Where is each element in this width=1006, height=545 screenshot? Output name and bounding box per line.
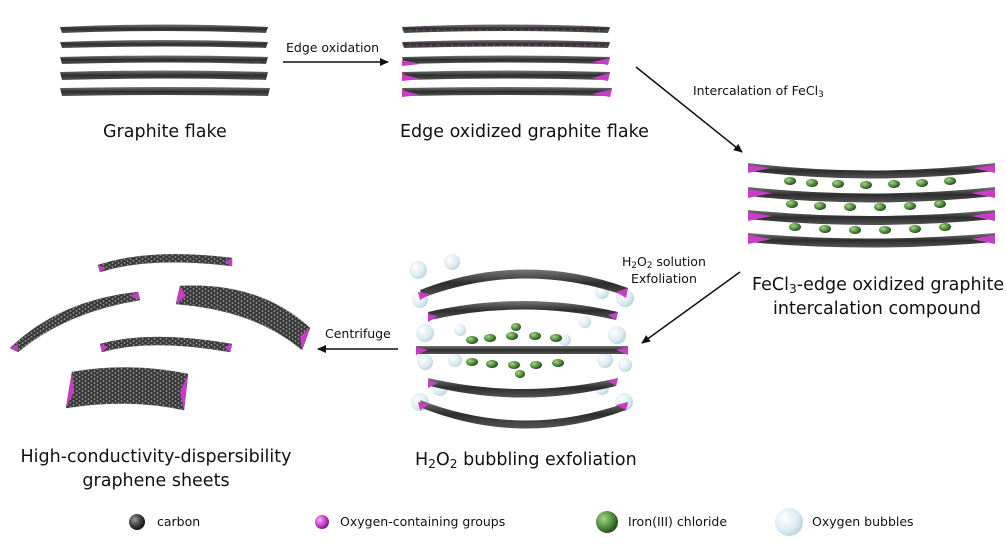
oxygen-legend-icon	[315, 515, 329, 529]
edge-oxidized-label: Edge oxidized graphite flake	[400, 122, 649, 142]
graphene-sheets-label: High-conductivity-dispersibility graphen…	[20, 447, 292, 491]
edge-oxidized-flake-illustration	[402, 24, 612, 97]
arrow-intercalation	[635, 66, 743, 153]
intercalation-arrow-label: Intercalation of FeCl3	[693, 83, 824, 101]
iron-chloride-legend-icon	[596, 511, 618, 533]
legend-oxygen-bubbles-label: Oxygen bubbles	[812, 514, 914, 529]
legend-oxygen-label: Oxygen-containing groups	[340, 514, 506, 529]
bubbling-exfoliation-label: H2O2 bubbling exfoliation	[415, 450, 637, 472]
graphene-sheets-illustration	[9, 254, 311, 411]
carbon-legend-icon	[129, 514, 145, 530]
intercalation-compound-illustration	[748, 163, 995, 248]
legend-iron-chloride-label: Iron(III) chloride	[628, 514, 728, 529]
arrow-exfoliation	[641, 271, 741, 344]
graphite-flake-illustration	[60, 24, 270, 96]
legend-carbon-label: carbon	[157, 514, 201, 529]
intercalation-compound-label: FeCl3-edge oxidized graphite intercalati…	[752, 275, 1005, 319]
oxygen-bubble-legend-icon	[775, 508, 803, 536]
centrifuge-arrow-label: Centrifuge	[325, 326, 391, 341]
edge-oxidation-arrow-label: Edge oxidation	[286, 40, 380, 55]
graphite-flake-label: Graphite flake	[103, 122, 227, 142]
bubbling-exfoliation-illustration	[409, 254, 634, 429]
h2o2-exfoliation-arrow-label: H2O2 solution Exfoliation	[622, 254, 706, 286]
